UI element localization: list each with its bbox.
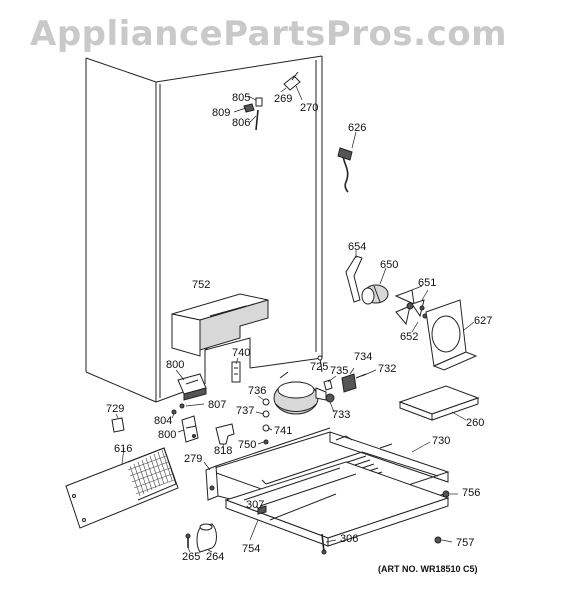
part-label-736: 736 (248, 385, 267, 397)
part-label-734: 734 (354, 351, 373, 363)
part-label-818: 818 (214, 445, 233, 457)
part-label-741: 741 (274, 425, 293, 437)
part-label-269: 269 (274, 93, 293, 105)
part-label-735: 735 (330, 365, 349, 377)
part-label-307: 307 (246, 499, 265, 511)
part-label-306: 306 (340, 533, 359, 545)
damper-control-805 (233, 95, 263, 131)
part-label-756: 756 (462, 487, 481, 499)
part-label-737: 737 (236, 405, 255, 417)
bracket-307 (255, 505, 337, 555)
watermark: AppliancePartsPros.com (30, 14, 508, 54)
part-label-800-lower: 800 (158, 429, 177, 441)
part-label-733: 733 (332, 409, 351, 421)
machine-cover-616 (65, 447, 179, 529)
cabinet (85, 55, 323, 403)
part-label-757: 757 (456, 537, 475, 549)
part-label-804: 804 (154, 415, 173, 427)
part-label-752: 752 (192, 279, 211, 291)
fan-shroud-627 (425, 299, 478, 371)
base-tray-754 (224, 461, 450, 547)
part-label-809: 809 (212, 107, 231, 119)
tube-725 (317, 355, 323, 373)
part-label-270: 270 (300, 102, 319, 114)
art-number: (ART NO. WR18510 C5) (378, 564, 478, 574)
screw-756 (434, 490, 458, 544)
part-label-725: 725 (310, 361, 329, 373)
base-pan-279 (203, 427, 331, 501)
part-label-652: 652 (400, 331, 419, 343)
part-label-654: 654 (348, 241, 367, 253)
part-label-800-upper: 800 (166, 359, 185, 371)
part-label-279: 279 (184, 453, 203, 465)
part-label-616: 616 (114, 443, 133, 455)
part-label-807: 807 (208, 399, 227, 411)
grommet-741 (257, 424, 273, 445)
part-label-265: 265 (182, 551, 201, 563)
part-label-730: 730 (432, 435, 451, 447)
part-label-740: 740 (232, 347, 251, 359)
part-label-732: 732 (378, 363, 397, 375)
part-label-264: 264 (206, 551, 225, 563)
fan-blade-651 (394, 285, 429, 333)
relay-800 (175, 369, 207, 401)
part-label-805: 805 (232, 92, 251, 104)
part-label-651: 651 (418, 277, 437, 289)
capacitor-bracket-800 (177, 415, 199, 443)
part-label-627: 627 (474, 315, 493, 327)
fan-bracket-654 (345, 250, 363, 303)
connector-729 (111, 413, 125, 433)
leg-264 (185, 523, 217, 553)
compressor-736 (255, 371, 335, 418)
clip-818 (215, 423, 235, 449)
part-label-260: 260 (466, 417, 485, 429)
part-label-750: 750 (238, 439, 257, 451)
screw-804 (171, 403, 205, 419)
start-relay-734 (323, 367, 377, 393)
light-socket-269 (280, 71, 303, 101)
condenser-fan-motor-650 (361, 267, 389, 305)
air-duct-752 (171, 293, 269, 357)
part-label-806: 806 (232, 117, 251, 129)
relay-bracket-740 (231, 357, 241, 383)
part-label-729: 729 (106, 403, 125, 415)
part-label-754: 754 (242, 543, 261, 555)
part-label-626: 626 (348, 122, 367, 134)
wire-harness-626 (337, 131, 357, 193)
part-label-650: 650 (380, 259, 399, 271)
drain-pan-260 (398, 385, 480, 421)
